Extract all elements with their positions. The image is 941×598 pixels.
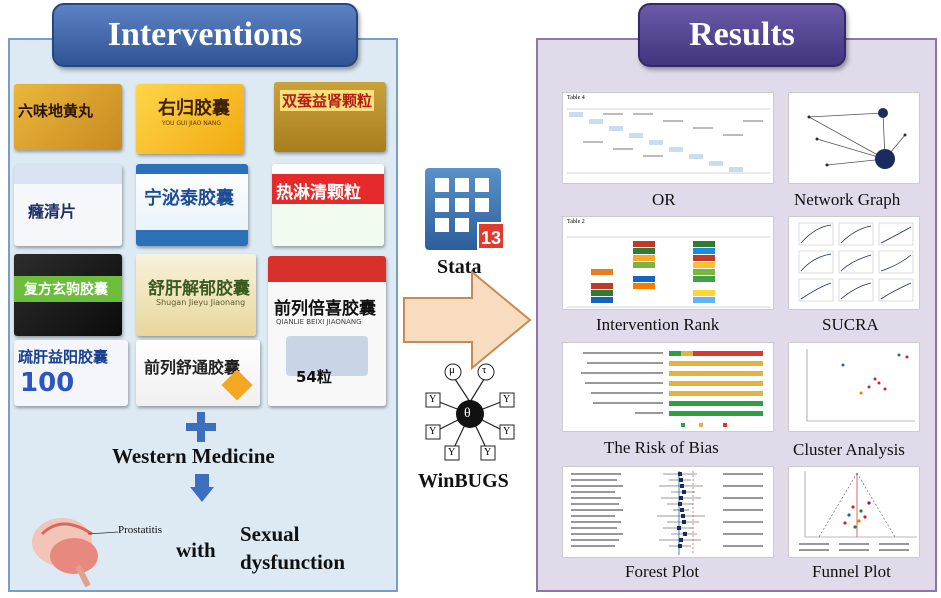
stata-logo: 13 xyxy=(425,168,505,250)
big-right-arrow xyxy=(403,270,532,370)
or-table-thumbnail: Table 4 xyxy=(562,92,774,184)
drug-box-qianlie-shutong: 前列舒通胶囊 xyxy=(136,340,260,406)
node-y-4: Y xyxy=(503,426,511,437)
sucra-label: SUCRA xyxy=(822,315,879,334)
cluster-analysis-label: Cluster Analysis xyxy=(793,440,905,459)
node-theta: θ xyxy=(464,406,471,421)
node-y-2: Y xyxy=(503,394,511,405)
intervention-rank-label: Intervention Rank xyxy=(596,315,720,334)
cluster-analysis-thumbnail xyxy=(788,342,920,432)
node-y-5: Y xyxy=(448,447,456,458)
plus-icon xyxy=(186,412,216,442)
drug-box-shugan-jieyu: 舒肝解郁胶囊 Shugan Jieyu Jiaonang xyxy=(136,254,256,336)
prostatitis-label: Prostatitis xyxy=(118,524,163,536)
risk-of-bias-label: The Risk of Bias xyxy=(604,438,719,457)
winbugs-label: WinBUGS xyxy=(418,470,509,492)
interventions-header: Interventions xyxy=(52,3,358,67)
stata-version-badge: 13 xyxy=(477,222,505,250)
drug-box-yougui: 右归胶囊 YOU GUI JIAO NANG xyxy=(136,84,244,154)
results-header: Results xyxy=(638,3,846,67)
network-graph-thumbnail xyxy=(788,92,920,184)
network-graph-label: Network Graph xyxy=(794,190,901,209)
table4-title: Table 4 xyxy=(567,95,585,101)
drug-box-fufang: 复方玄驹胶囊 xyxy=(14,254,122,336)
drug-box-qianlie-beixi: 前列倍喜胶囊 QIANLIE BEIXI JIAONANG 54粒 xyxy=(268,256,386,406)
drug-box-ningmitai: 宁泌泰胶囊 xyxy=(136,164,248,246)
prostatitis-illustration: Prostatitis xyxy=(22,504,162,588)
western-medicine-label: Western Medicine xyxy=(112,444,275,468)
table2-title: Table 2 xyxy=(567,219,585,225)
node-mu: μ xyxy=(449,364,455,376)
drug-box-shuangcan: 双蚕益肾颗粒 xyxy=(274,82,386,152)
drug-box-shugan-yiyang: 疏肝益阳胶囊 100 xyxy=(14,340,128,406)
node-y-6: Y xyxy=(484,447,492,458)
sucra-thumbnail xyxy=(788,216,920,310)
node-y-3: Y xyxy=(429,426,437,437)
forest-plot-thumbnail xyxy=(562,466,774,558)
with-label: with xyxy=(176,538,216,562)
node-tau: τ xyxy=(482,364,487,376)
stata-label: Stata xyxy=(437,256,482,278)
funnel-plot-label: Funnel Plot xyxy=(812,562,891,581)
intervention-rank-thumbnail: Table 2 xyxy=(562,216,774,310)
funnel-plot-thumbnail xyxy=(788,466,920,558)
risk-of-bias-thumbnail xyxy=(562,342,774,432)
node-y-1: Y xyxy=(429,394,437,405)
winbugs-diagram: μ τ θ Y Y Y Y Y Y xyxy=(420,362,520,462)
drug-box-longqing: 癃清片 xyxy=(14,164,122,246)
sexual-dysfunction-label: Sexual dysfunction xyxy=(240,522,346,574)
down-arrow-icon xyxy=(190,474,214,502)
forest-plot-label: Forest Plot xyxy=(625,562,700,581)
drug-box-relinqing: 热淋清颗粒 xyxy=(272,164,384,246)
drug-box-liuwei: 六味地黄丸 xyxy=(14,84,122,150)
or-label: OR xyxy=(652,190,676,209)
